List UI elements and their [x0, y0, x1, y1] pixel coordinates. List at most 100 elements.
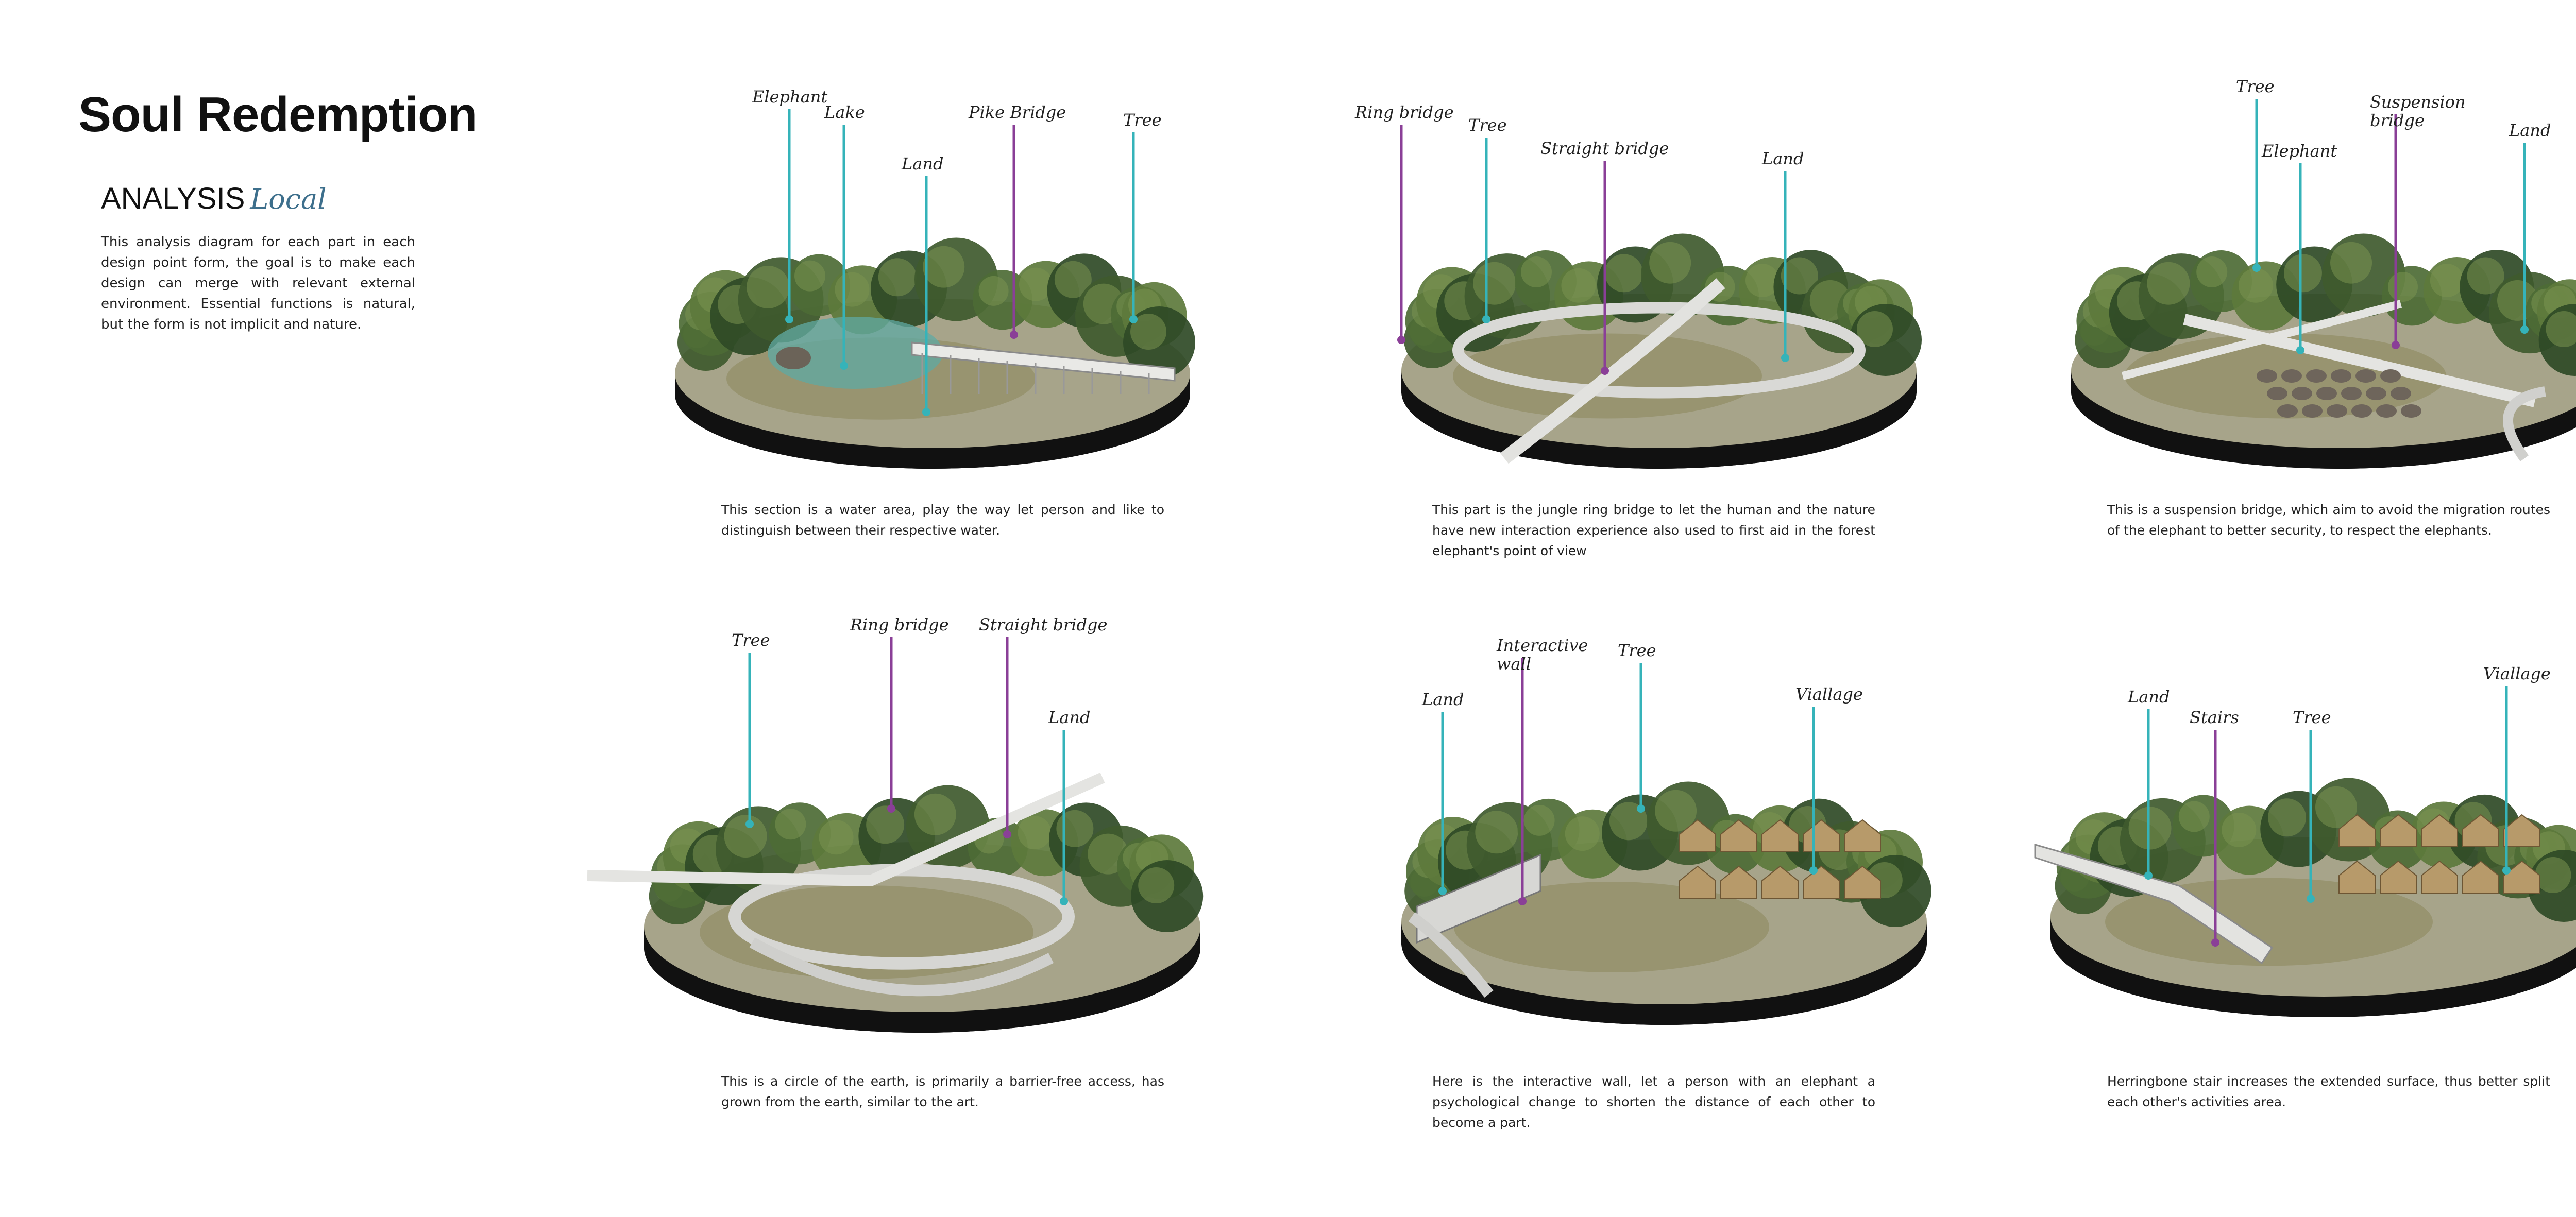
- label-straight-bridge: Straight bridge: [979, 615, 1108, 635]
- label-land: Land: [2128, 687, 2170, 707]
- panel-caption: This is a circle of the earth, is primar…: [721, 1074, 1164, 1109]
- elephant: [2351, 404, 2372, 418]
- diagram-illustration: [1401, 658, 1931, 1025]
- village-house: [1679, 819, 1716, 852]
- pike-bridge: [911, 341, 1176, 382]
- intro-text: This analysis diagram for each part in e…: [101, 234, 415, 332]
- callout-dot: [887, 804, 895, 813]
- label-land: Land: [1762, 149, 1804, 168]
- elephant: [2391, 387, 2411, 400]
- village-house: [2380, 860, 2417, 894]
- callout-dot: [2296, 346, 2304, 354]
- panel-caption: This is a suspension bridge, which aim t…: [2107, 502, 2550, 538]
- callout-dot: [785, 315, 793, 323]
- diagram-illustration: [675, 109, 1195, 469]
- callout-dot: [1129, 315, 1138, 323]
- callout-dot: [1003, 830, 1011, 838]
- label-elephant: Elephant: [2262, 141, 2337, 161]
- elephant: [2366, 387, 2386, 400]
- callout-dot: [1781, 354, 1789, 362]
- label-pike-bridge: Pike Bridge: [969, 102, 1066, 122]
- callout-dot: [2307, 895, 2315, 903]
- callout-dot: [2252, 264, 2261, 272]
- label-ring-bridge: Ring bridge: [850, 615, 949, 635]
- callout-dot: [2502, 866, 2511, 875]
- section-heading-main: ANALYSIS: [101, 182, 245, 215]
- label-land: Land: [2509, 121, 2551, 140]
- callout-dot: [840, 362, 848, 370]
- callout-dot: [2520, 325, 2529, 334]
- interactive-wall: [1416, 853, 1541, 944]
- elephant: [2281, 369, 2302, 383]
- lake: [768, 317, 943, 389]
- label-tree: Tree: [2293, 708, 2331, 727]
- label-tree: Tree: [732, 630, 770, 650]
- callout-dot: [1518, 897, 1527, 905]
- label-tree: Tree: [1468, 115, 1507, 135]
- callout-dot: [1010, 331, 1018, 339]
- callout-dot: [2144, 871, 2153, 880]
- elephant: [2316, 387, 2337, 400]
- ring-bridge-lower: [749, 937, 1054, 997]
- callout-dot: [1601, 367, 1609, 375]
- diagram-illustration: [2071, 99, 2576, 469]
- village-house: [2421, 814, 2458, 847]
- elephant: [2327, 404, 2347, 418]
- elephant: [2341, 387, 2362, 400]
- label-stairs: Stairs: [2190, 708, 2239, 727]
- callout-dot: [745, 820, 754, 828]
- panel-caption: Here is the interactive wall, let a pers…: [1432, 1074, 1875, 1130]
- label-tree: Tree: [1123, 110, 1162, 130]
- label-tree: Tree: [1618, 641, 1656, 660]
- elephant: [2267, 387, 2287, 400]
- diagram-illustration: [2034, 686, 2576, 1017]
- elephant: [776, 347, 811, 369]
- village-house: [2380, 814, 2417, 847]
- village-house: [1720, 865, 1757, 899]
- panel-caption: This part is the jungle ring bridge to l…: [1432, 502, 1875, 558]
- elephant: [2257, 369, 2277, 383]
- straight-bridge: [1500, 278, 1725, 464]
- callout-dot: [1482, 315, 1490, 323]
- village-house: [2462, 860, 2499, 894]
- herringbone-stairs: [2034, 844, 2274, 965]
- elephant: [2306, 369, 2327, 383]
- village-house: [2503, 814, 2540, 847]
- label-suspension-bridge: Suspension bridge: [2370, 92, 2466, 130]
- village-house: [1720, 819, 1757, 852]
- elephant: [2401, 404, 2421, 418]
- village-house: [1761, 819, 1799, 852]
- callout-dot: [2211, 938, 2219, 947]
- elephant: [2292, 387, 2312, 400]
- label-viallage: Viallage: [1795, 684, 1863, 704]
- village-house: [1844, 819, 1881, 852]
- village-house: [2462, 814, 2499, 847]
- elephant: [2376, 404, 2397, 418]
- ring-bridge: [1452, 302, 1866, 399]
- label-land: Land: [902, 154, 944, 174]
- village-house: [1844, 865, 1881, 899]
- panel-caption: Herringbone stair increases the extended…: [2107, 1074, 2550, 1109]
- page-title: Soul Redemption: [78, 87, 478, 142]
- label-land: Land: [1048, 708, 1091, 727]
- elephant: [2277, 404, 2298, 418]
- callout-dot: [1397, 336, 1405, 344]
- callout-dot: [1637, 804, 1645, 813]
- village-house: [1679, 865, 1716, 899]
- label-elephant: Elephant: [752, 87, 828, 107]
- suspension-bridge: [2183, 314, 2536, 407]
- label-interactive-wall: Interactive wall: [1497, 636, 1588, 674]
- elephant: [2355, 369, 2376, 383]
- village-house: [1761, 865, 1799, 899]
- callout-dot: [1060, 897, 1068, 905]
- label-tree: Tree: [2236, 77, 2275, 96]
- label-land: Land: [1422, 690, 1464, 709]
- elephant: [2380, 369, 2401, 383]
- elephant: [2302, 404, 2323, 418]
